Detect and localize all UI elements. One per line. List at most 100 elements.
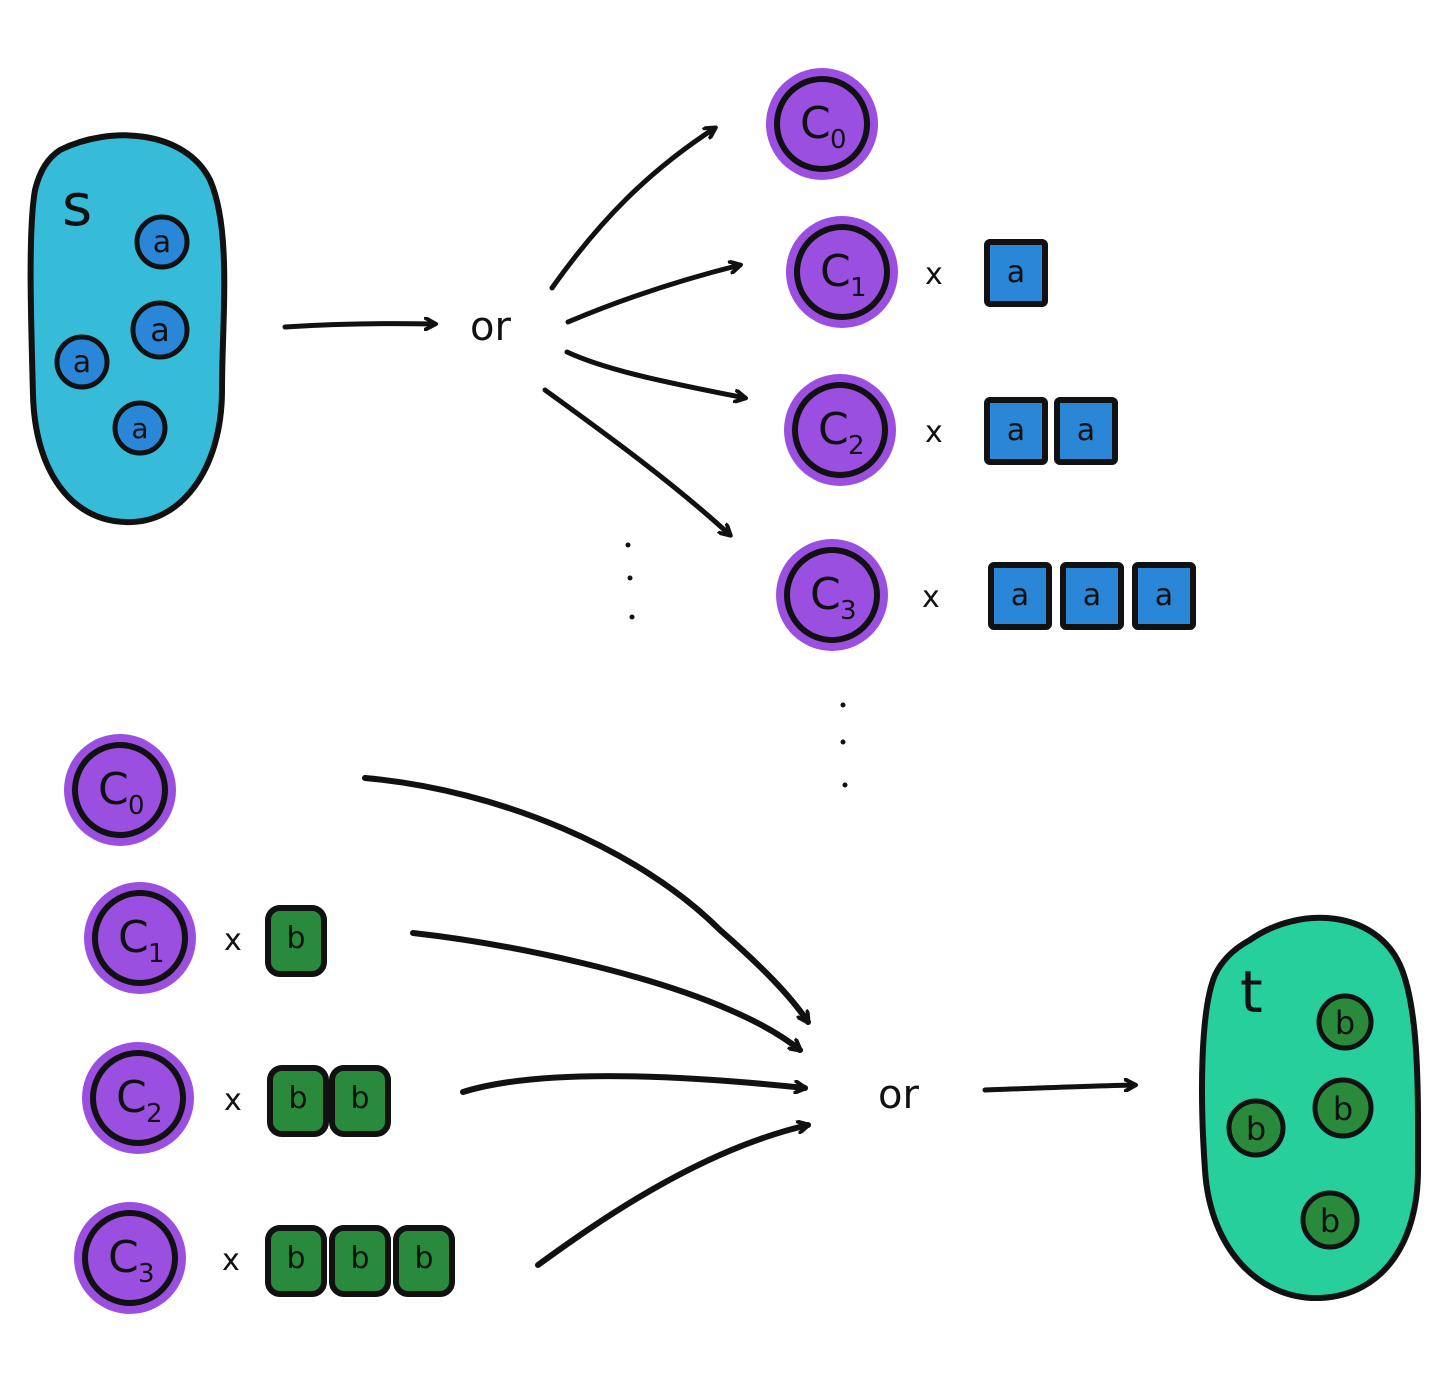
coefficient-subscript: 1 xyxy=(850,273,867,303)
element-box-a: a xyxy=(984,397,1048,465)
target-element: b xyxy=(1226,1098,1286,1158)
times-symbol: x xyxy=(925,415,943,450)
source-element: a xyxy=(134,214,190,270)
svg-text:a: a xyxy=(131,412,148,445)
coefficient-label: C xyxy=(800,98,831,149)
element-box-label: a xyxy=(1083,578,1101,613)
element-box-b: b xyxy=(267,1065,329,1137)
coefficient-subscript: 2 xyxy=(848,431,865,461)
element-box-label: a xyxy=(1155,578,1173,613)
coefficient-label: C xyxy=(818,404,849,455)
coefficient-label: C xyxy=(98,764,129,815)
svg-text:a: a xyxy=(150,311,170,349)
arrow-c0-to-or xyxy=(362,775,811,1025)
coefficient-subscript: 1 xyxy=(148,939,165,969)
coefficient-label: C xyxy=(108,1232,139,1283)
arrow-c2-to-or xyxy=(460,1073,808,1095)
arrow-or-to-c0 xyxy=(549,128,715,291)
arrow-or-to-c3 xyxy=(542,387,730,535)
element-box-a: a xyxy=(988,562,1052,630)
element-box-b: b xyxy=(393,1225,455,1297)
element-box-a: a xyxy=(1060,562,1124,630)
svg-text:b: b xyxy=(1320,1202,1340,1240)
coefficient-label: C xyxy=(116,1072,147,1123)
coefficient-subscript: 3 xyxy=(138,1259,155,1289)
arrow-c3-to-or xyxy=(535,1125,811,1268)
element-box-label: b xyxy=(288,1081,307,1116)
element-box-b: b xyxy=(265,1225,327,1297)
coefficient-subscript: 3 xyxy=(840,596,857,626)
svg-text:a: a xyxy=(73,345,91,380)
element-box-label: b xyxy=(350,1081,369,1116)
element-box-a: a xyxy=(1054,397,1118,465)
source-set-s: s a a a a xyxy=(27,132,228,526)
coefficient-label: C xyxy=(810,569,841,620)
target-element: b xyxy=(1300,1190,1360,1250)
element-box-label: b xyxy=(286,921,305,956)
times-symbol: x xyxy=(222,1243,240,1278)
svg-text:a: a xyxy=(153,225,171,260)
svg-text:b: b xyxy=(1335,1004,1355,1042)
element-box-label: b xyxy=(414,1241,433,1276)
element-box-b: b xyxy=(329,1065,391,1137)
source-element: a xyxy=(130,300,190,360)
arrow-c1-to-or xyxy=(410,930,803,1053)
times-symbol: x xyxy=(224,1083,242,1118)
coefficient-subscript: 0 xyxy=(830,125,847,155)
source-element: a xyxy=(54,334,110,390)
times-symbol: x xyxy=(925,257,943,292)
coefficient-subscript: 0 xyxy=(128,791,145,821)
element-box-label: b xyxy=(350,1241,369,1276)
target-set-t: t b b b b xyxy=(1199,914,1422,1302)
arrow-or-to-c2 xyxy=(564,349,745,398)
target-label: t xyxy=(1240,958,1263,1026)
coefficient-label: C xyxy=(118,912,149,963)
svg-text:b: b xyxy=(1333,1090,1353,1128)
arrow-or-to-target xyxy=(982,1085,1135,1093)
times-symbol: x xyxy=(224,923,242,958)
source-blob xyxy=(27,132,228,526)
element-box-label: a xyxy=(1007,255,1025,290)
top-ellipsis-right xyxy=(840,702,848,788)
svg-text:b: b xyxy=(1246,1110,1266,1148)
element-box-a: a xyxy=(1132,562,1196,630)
target-element: b xyxy=(1316,993,1374,1051)
bottom-or-label: or xyxy=(878,1072,919,1118)
element-box-label: b xyxy=(286,1241,305,1276)
arrow-or-to-c1 xyxy=(565,265,740,325)
top-ellipsis-left xyxy=(625,542,635,620)
arrow-source-to-or xyxy=(282,324,435,327)
element-box-b: b xyxy=(329,1225,391,1297)
coefficient-subscript: 2 xyxy=(146,1099,163,1129)
element-box-a: a xyxy=(984,239,1048,307)
element-box-label: a xyxy=(1077,413,1095,448)
source-element: a xyxy=(112,400,168,456)
times-symbol: x xyxy=(922,580,940,615)
target-element: b xyxy=(1312,1077,1374,1139)
element-box-b: b xyxy=(265,905,327,977)
element-box-label: a xyxy=(1011,578,1029,613)
element-box-label: a xyxy=(1007,413,1025,448)
top-or-label: or xyxy=(470,304,511,350)
source-label: s xyxy=(62,171,92,239)
coefficient-label: C xyxy=(820,246,851,297)
